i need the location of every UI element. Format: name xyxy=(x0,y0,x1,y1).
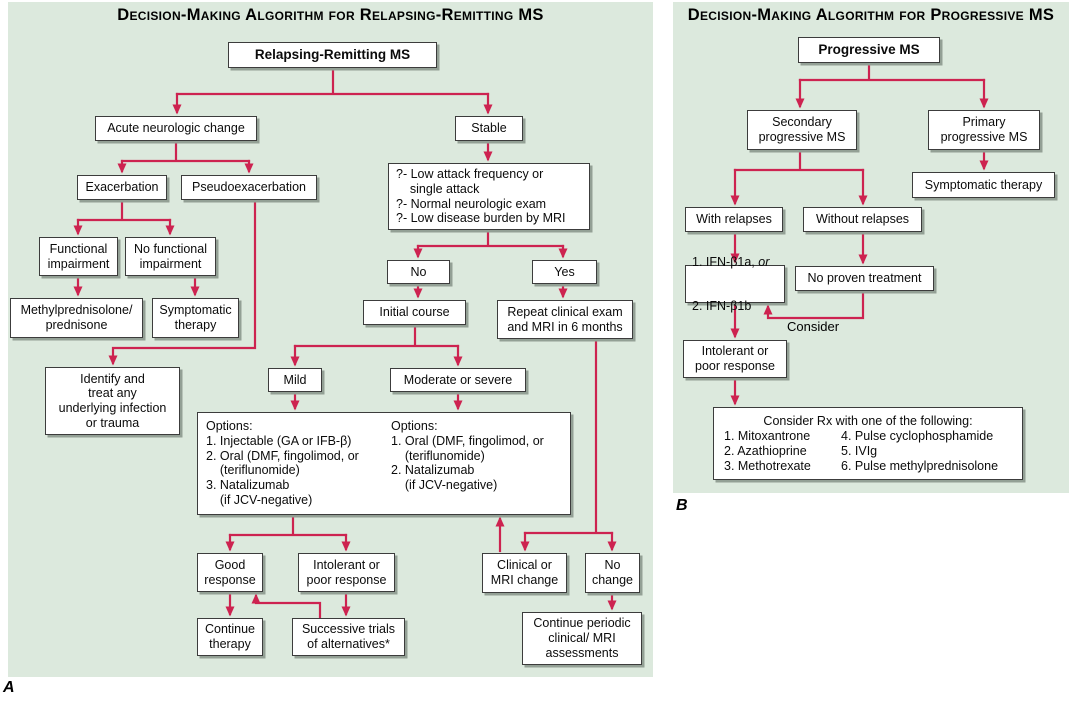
panel-b-title: Decision-Making Algorithm for Progressiv… xyxy=(687,6,1055,24)
node-no-change: No change xyxy=(585,553,640,593)
node-pseudoexacerbation: Pseudoexacerbation xyxy=(181,175,317,200)
ifn-line2: 2. IFN-β1b xyxy=(692,298,752,313)
node-identify-and-treat: Identify and treat any underlying infect… xyxy=(45,367,180,435)
node-without-relapses: Without relapses xyxy=(803,207,922,232)
node-relapsing-remitting-ms: Relapsing-Remitting MS xyxy=(228,42,437,68)
node-no-proven-treatment: No proven treatment xyxy=(795,266,934,291)
consider-rx-col2: 4. Pulse cyclophosphamide 5. IVIg 6. Pul… xyxy=(841,429,999,473)
options-mild-column: Options: 1. Injectable (GA or IFB-β) 2. … xyxy=(206,419,359,507)
node-exacerbation: Exacerbation xyxy=(77,175,167,200)
ifn-line1: 1. IFN-β1a, xyxy=(692,254,755,269)
node-mild: Mild xyxy=(268,368,322,392)
node-stable: Stable xyxy=(455,116,523,141)
options-moderate-column: Options: 1. Oral (DMF, fingolimod, or (t… xyxy=(391,419,544,492)
consider-rx-col1: 1. Mitoxantrone 2. Azathioprine 3. Metho… xyxy=(724,429,811,473)
node-no: No xyxy=(387,260,450,284)
consider-rx-title: Consider Rx with one of the following: xyxy=(763,413,973,428)
node-no-functional-impairment: No functional impairment xyxy=(125,237,216,276)
node-continue-therapy: Continue therapy xyxy=(197,618,263,656)
node-secondary-progressive-ms: Secondary progressive MS xyxy=(747,110,857,150)
node-methylprednisolone: Methylprednisolone/ prednisone xyxy=(10,298,143,338)
panel-a-title: Decision-Making Algorithm for Relapsing-… xyxy=(117,6,544,24)
node-functional-impairment: Functional impairment xyxy=(39,237,118,276)
node-symptomatic-therapy-a: Symptomatic therapy xyxy=(152,298,239,338)
ifn-or: or xyxy=(758,254,770,269)
node-acute-neurologic-change: Acute neurologic change xyxy=(95,116,257,141)
node-symptomatic-therapy-b: Symptomatic therapy xyxy=(912,172,1055,198)
node-good-response: Good response xyxy=(197,553,263,592)
node-continue-periodic: Continue periodic clinical/ MRI assessme… xyxy=(522,612,642,665)
panel-a-corner-label: A xyxy=(3,679,15,696)
node-successive-trials: Successive trials of alternatives* xyxy=(292,618,405,656)
node-progressive-ms: Progressive MS xyxy=(798,37,940,63)
node-repeat-exam: Repeat clinical exam and MRI in 6 months xyxy=(497,300,633,339)
panel-b-corner-label: B xyxy=(676,497,688,514)
node-consider-rx: Consider Rx with one of the following: 1… xyxy=(713,407,1023,480)
node-moderate-or-severe: Moderate or severe xyxy=(390,368,526,392)
node-intolerant-poor-response-b: Intolerant or poor response xyxy=(683,340,787,378)
node-clinical-or-mri-change: Clinical or MRI change xyxy=(482,553,567,593)
node-ifn-options: 1. IFN-β1a, or 2. IFN-β1b xyxy=(685,255,785,313)
node-primary-progressive-ms: Primary progressive MS xyxy=(928,110,1040,150)
node-initial-course: Initial course xyxy=(363,300,466,325)
node-treatment-options: Options: 1. Injectable (GA or IFB-β) 2. … xyxy=(197,412,571,515)
node-intolerant-poor-response-a: Intolerant or poor response xyxy=(298,553,395,592)
node-with-relapses: With relapses xyxy=(685,207,783,232)
node-stability-criteria: ?- Low attack frequency or single attack… xyxy=(388,163,590,230)
node-yes: Yes xyxy=(532,260,597,284)
consider-label: Consider xyxy=(787,319,840,334)
